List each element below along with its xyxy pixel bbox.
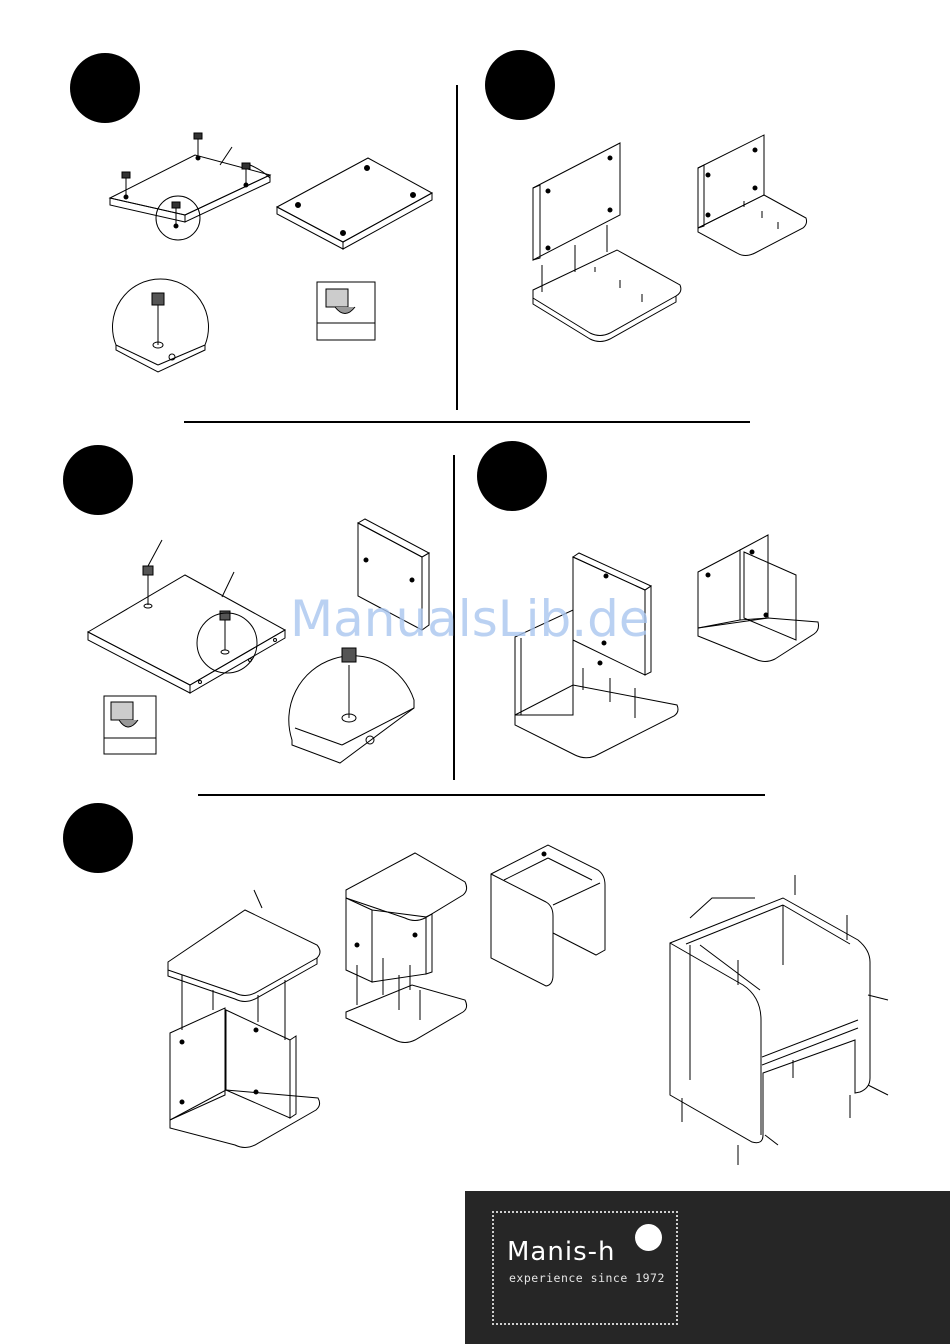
step-1-panel-plain [277,158,432,249]
step-5-assembly-2 [346,853,467,1043]
step-1-detail-circle [113,279,209,372]
step-5-assembly-3 [491,845,605,986]
step-3-cam-lock-box [104,696,156,754]
step-1-panel-with-cams [110,133,270,240]
watermark-text: ManualsLib.de [290,590,650,648]
step-1-cam-lock-box [317,282,375,340]
step-5-final-assembly [670,875,888,1165]
step-4-assembly-right [698,535,819,662]
step-3-detail-circle [289,648,414,763]
step-2-assembly-right [698,135,807,256]
step-3-panel-with-cams [88,540,285,693]
step-5-assembly-1 [168,890,320,1148]
step-2-assembly-left [533,143,681,342]
step-4-assembly-left [515,553,678,758]
brand-dot-icon [635,1224,662,1251]
brand-tagline: experience since 1972 [509,1271,665,1285]
footer-brand-block: Manis-h experience since 1972 [465,1191,950,1344]
brand-name: Manis-h [507,1237,615,1267]
